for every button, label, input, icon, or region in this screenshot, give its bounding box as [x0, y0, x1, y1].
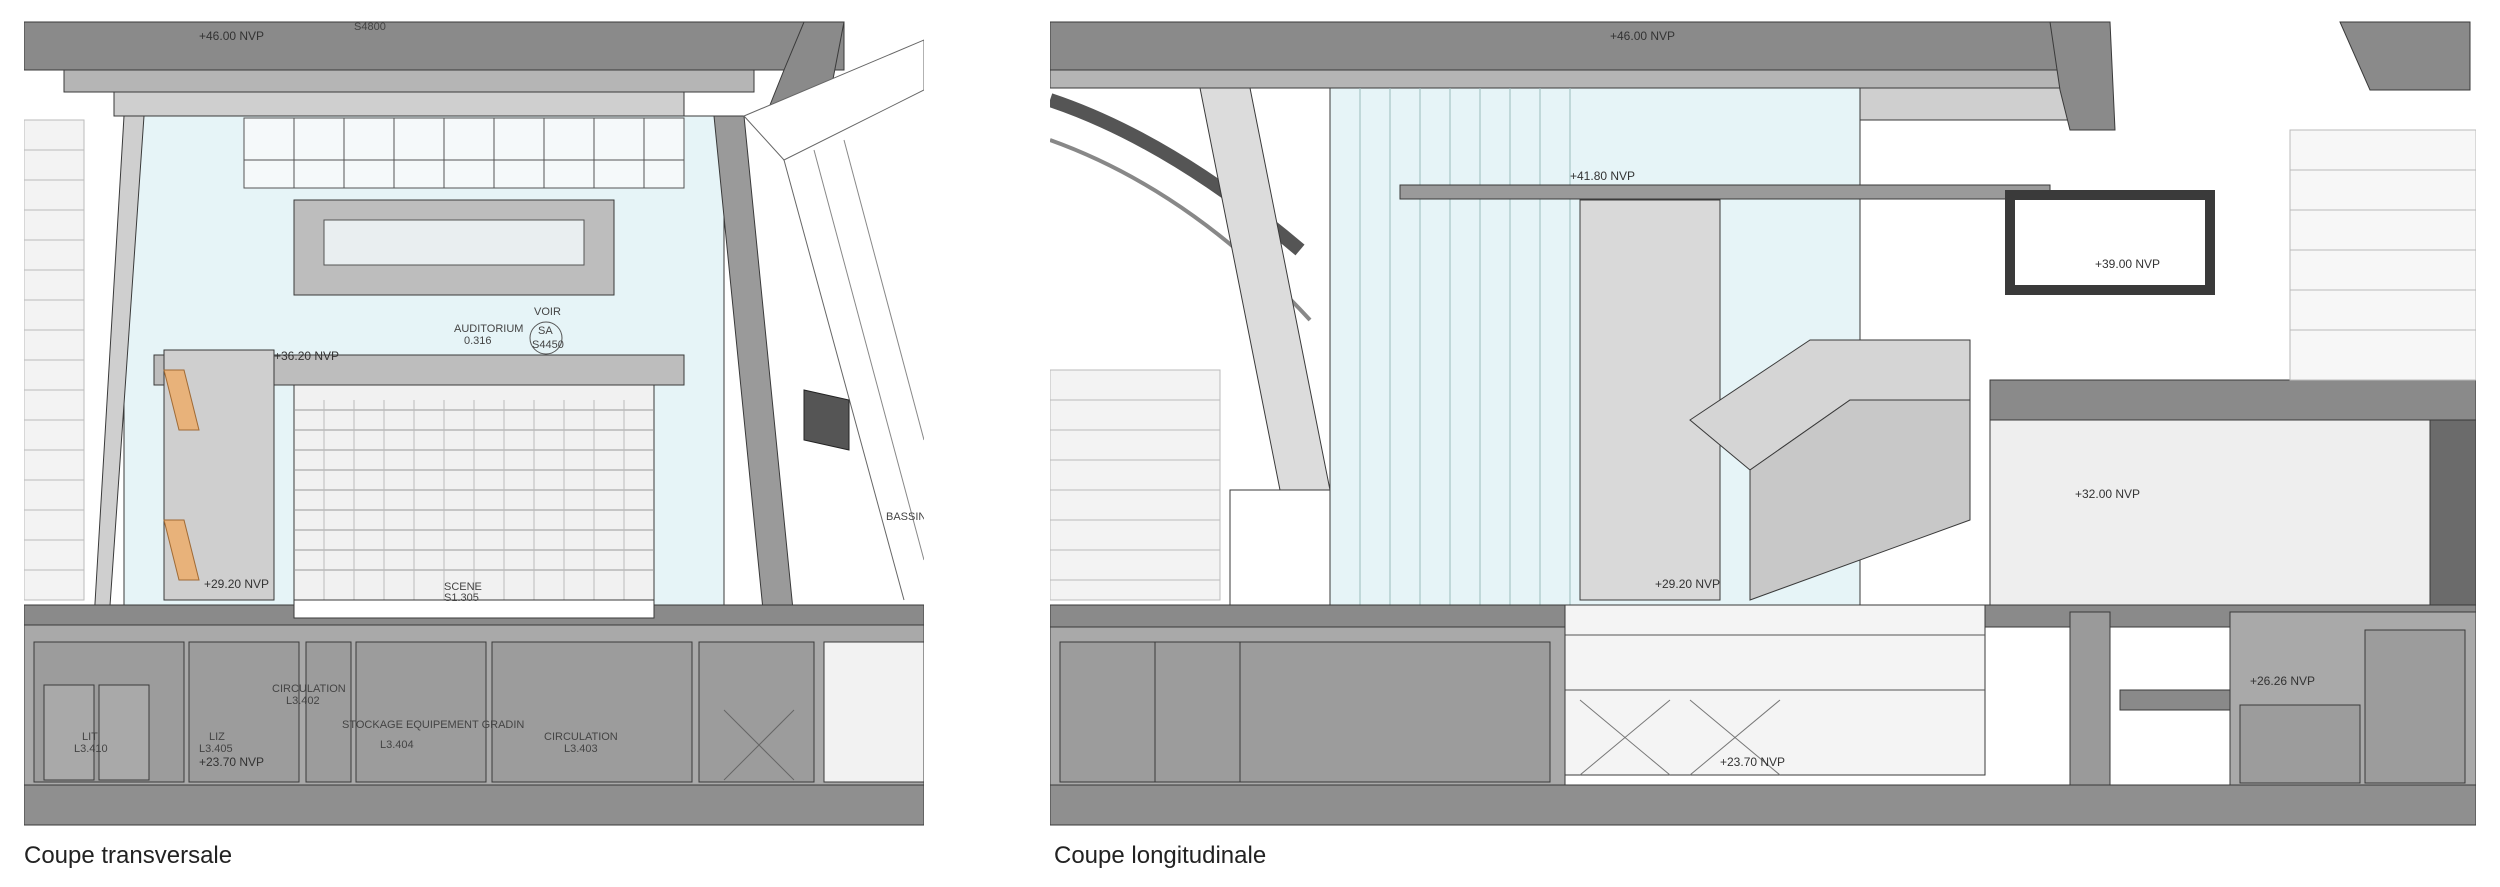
right-wall: [2429, 419, 2476, 611]
facade-panel: [803, 389, 850, 451]
room-circulation-1-name: CIRCULATION: [272, 683, 346, 695]
room-stockage-code: L3.404: [380, 739, 414, 751]
bassin-label: BASSIN: [886, 511, 924, 523]
truss-band: [1399, 184, 2051, 200]
inclined-columns: [93, 39, 924, 621]
top-room-code: S4800: [354, 21, 386, 33]
level-stage-label: +29.20 NVP: [204, 577, 269, 591]
upper-gallery: [243, 117, 685, 189]
level-basement-label: +23.70 NVP: [1720, 755, 1785, 769]
ground-soil: [24, 784, 924, 826]
suspended-box: [2005, 190, 2215, 295]
section-marker-circle: [529, 321, 563, 355]
cross-section-caption: Coupe transversale: [24, 842, 233, 869]
stage-platform: [293, 599, 655, 619]
voir-label: VOIR: [534, 306, 561, 318]
booth-window: [323, 219, 585, 266]
level-truss-label: +41.80 NVP: [1570, 169, 1635, 183]
level-roof-label: +46.00 NVP: [1610, 29, 1675, 43]
hall-staircase: [1689, 339, 1971, 601]
lower-hall: [1989, 419, 2431, 611]
room-stockage-name: STOCKAGE EQUIPEMENT GRADIN: [342, 719, 524, 731]
sa-code: S4450: [532, 339, 564, 351]
auditorium-seating: [293, 384, 655, 601]
auditorium-name: AUDITORIUM: [454, 323, 523, 335]
curtain-wall-mullions: [1359, 88, 1571, 608]
level-pit-label: +26.26 NVP: [2250, 674, 2315, 688]
longitudinal-section-svg: +46.00 NVP +41.80 NVP +39.00 NVP +32.00 …: [1050, 21, 2476, 826]
scene-code: S1.305: [444, 592, 479, 604]
level-auditorium-label: +36.20 NVP: [274, 349, 339, 363]
left-masonry-wall: [24, 119, 85, 601]
column-base: [1229, 489, 1331, 611]
room-lit-name: LIT: [82, 731, 98, 743]
room-lit-code: L3.410: [74, 743, 108, 755]
level-stage-label: +29.20 NVP: [1655, 577, 1720, 591]
room-circulation-2-name: CIRCULATION: [544, 731, 618, 743]
stage-lift-mechanism: [1564, 604, 1986, 776]
room-liz-name: LIZ: [209, 731, 225, 743]
stair-accent-upper: [163, 369, 200, 431]
longitudinal-section-caption: Coupe longitudinale: [1054, 842, 1267, 869]
longitudinal-section-drawing: +46.00 NVP +41.80 NVP +39.00 NVP +32.00 …: [1050, 0, 2476, 830]
level-mid-label: +32.00 NVP: [2075, 487, 2140, 501]
room-liz-code: L3.405: [199, 743, 233, 755]
level-roof-label: +46.00 NVP: [199, 29, 264, 43]
basement: [24, 624, 924, 786]
room-circulation-1-code: L3.402: [286, 695, 320, 707]
level-basement-label: +23.70 NVP: [199, 755, 264, 769]
level-box-label: +39.00 NVP: [2095, 257, 2160, 271]
right-masonry: [2289, 129, 2476, 381]
scene-name: SCENE: [444, 581, 482, 593]
cross-section-drawing: +46.00 NVP S4800 +36.20 NVP +29.20 NVP +…: [24, 0, 924, 830]
sa-label: SA: [538, 325, 553, 337]
left-masonry-wall: [1050, 369, 1221, 601]
auditorium-code: 0.316: [464, 335, 492, 347]
cross-section-svg: +46.00 NVP S4800 +36.20 NVP +29.20 NVP +…: [24, 21, 924, 826]
basement: [1050, 611, 2476, 788]
stair-accent-lower: [163, 519, 200, 581]
central-core: [1579, 199, 1721, 601]
room-circulation-2-code: L3.403: [564, 743, 598, 755]
ground-soil: [1050, 784, 2476, 826]
mezzanine-slab: [1989, 379, 2476, 421]
